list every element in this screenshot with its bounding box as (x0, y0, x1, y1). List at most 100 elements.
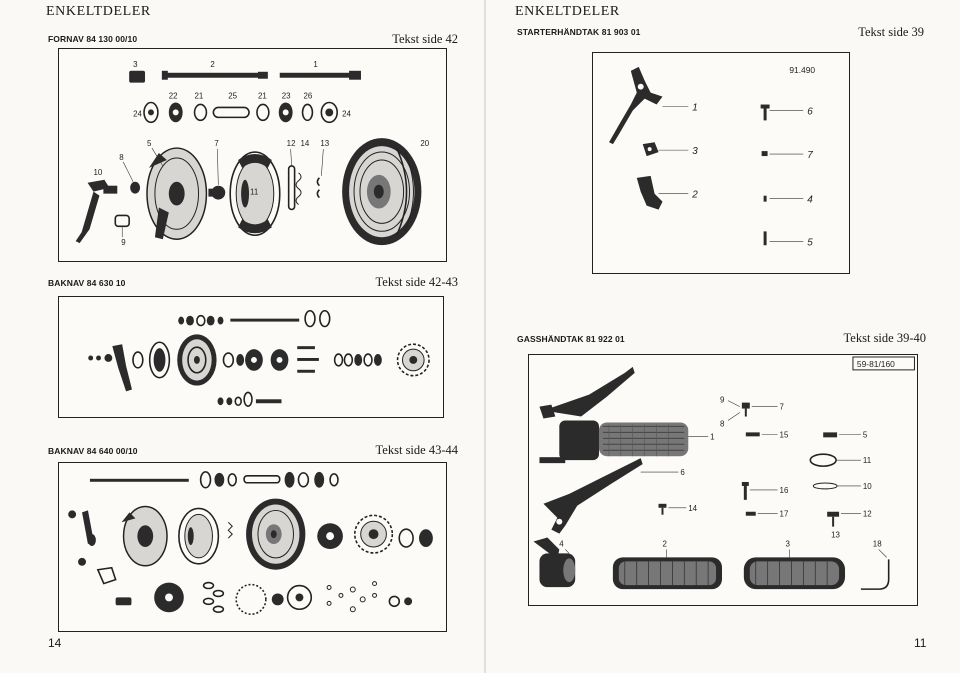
baknav-630-exploded-view (88, 309, 430, 407)
page-number: 14 (48, 636, 62, 650)
brake-shoes (178, 507, 233, 565)
callout-24: 24 (133, 109, 142, 118)
screw-part-6 (760, 104, 770, 121)
section-text-ref-baknav-630: Tekst side 42-43 (375, 275, 458, 289)
callout-14: 14 (688, 504, 697, 513)
callout-7: 7 (807, 150, 813, 161)
callout-9: 9 (121, 238, 126, 247)
callout-4: 4 (559, 539, 564, 548)
bearing-row (143, 101, 338, 124)
small-parts-top-row (178, 309, 331, 328)
callout-25: 25 (228, 92, 237, 101)
lever-assembly (88, 344, 144, 392)
callout-23: 23 (282, 92, 291, 101)
nut-part-3 (129, 70, 146, 83)
callout-1: 1 (692, 102, 698, 113)
brake-shoes (148, 341, 171, 379)
hub-shell (246, 498, 306, 570)
callout-3: 3 (133, 60, 138, 69)
page-header: ENKELTDELER (46, 4, 151, 19)
callout-4: 4 (807, 195, 813, 206)
lever-part-1 (609, 66, 663, 145)
section-text-ref-fornav: Tekst side 42 (392, 32, 458, 46)
bottom-parts (217, 391, 282, 407)
bracket-part-2 (636, 175, 663, 210)
page-header: ENKELTDELER (515, 4, 620, 19)
hub-shell-part-20 (342, 138, 422, 246)
axle-part-2 (161, 70, 268, 80)
housing-part-4 (533, 537, 576, 588)
lever-part-6 (543, 458, 643, 534)
section-title-starterhandtak: STARTERHÄNDTAK 81 903 01 (517, 27, 641, 37)
sprocket (396, 343, 430, 377)
callout-1: 1 (313, 60, 318, 69)
bottom-row (115, 581, 413, 615)
callout-5: 5 (807, 237, 813, 248)
grip-part-2 (612, 557, 723, 590)
callout-7: 7 (780, 403, 784, 412)
left-page: ENKELTDELER FORNAV 84 130 00/10 Tekst si… (0, 0, 484, 673)
section-title-fornav: FORNAV 84 130 00/10 (48, 34, 138, 44)
callout-7: 7 (214, 139, 218, 148)
callout-13: 13 (831, 531, 840, 540)
diagram-fornav: 3 2 1 22 21 25 21 23 26 24 24 5 8 10 9 7… (58, 48, 447, 262)
axle-part-1 (279, 70, 361, 80)
callout-12: 12 (863, 510, 872, 519)
callout-5: 5 (147, 139, 152, 148)
right-page: ENKELTDELER STARTERHÄNDTAK 81 903 01 Tek… (486, 0, 960, 673)
callout-2: 2 (691, 190, 698, 201)
clip-part-3 (642, 142, 659, 157)
callout-21b: 21 (258, 92, 267, 101)
stamp-number: 91.490 (789, 65, 815, 75)
callout-20: 20 (420, 139, 429, 148)
diagram-starterhandtak: 91.490 (592, 52, 850, 274)
callout-10: 10 (94, 168, 103, 177)
screw-part-14 (658, 503, 667, 515)
diagram-baknav-630 (58, 296, 444, 418)
callout-6: 6 (807, 106, 813, 117)
callout-8: 8 (720, 419, 725, 428)
callout-3: 3 (786, 539, 791, 548)
callout-17: 17 (780, 510, 789, 519)
callout-14: 14 (301, 139, 310, 148)
small-parts-middle (741, 402, 760, 516)
baknav-640-exploded-view (68, 471, 433, 615)
driver-and-sprocket (317, 514, 433, 554)
callout-9: 9 (720, 396, 725, 405)
brake-plate-part-5 (146, 147, 208, 240)
callout-2: 2 (662, 539, 666, 548)
section-text-ref-starterhandtak: Tekst side 39 (858, 25, 924, 39)
section-text-ref-baknav-640: Tekst side 43-44 (375, 443, 458, 457)
book-gutter (484, 0, 486, 673)
diagram-gasshandtak: 59-81/160 1 6 (528, 354, 918, 606)
small-parts-8-9 (114, 181, 141, 228)
throttle-assembly-part-1 (539, 366, 689, 464)
callout-24b: 24 (342, 109, 351, 118)
axle-row (89, 471, 339, 489)
brake-lever-part-10 (75, 179, 118, 244)
callout-22: 22 (169, 92, 178, 101)
callout-11: 11 (250, 188, 259, 197)
lever-and-parts (68, 510, 117, 585)
section-text-ref-gasshandtak: Tekst side 39-40 (843, 331, 926, 345)
callout-10: 10 (863, 482, 872, 491)
stamp-number: 59-81/160 (857, 359, 895, 369)
callout-15: 15 (780, 430, 789, 439)
starterhandtak-exploded-view: 91.490 (609, 65, 815, 248)
callout-5: 5 (863, 430, 868, 439)
fornav-exploded-view: 3 2 1 22 21 25 21 23 26 24 24 5 8 10 9 7… (75, 60, 430, 247)
section-title-gasshandtak: GASSHÄNDTAK 81 922 01 (517, 334, 625, 344)
nut-part-7 (761, 151, 768, 157)
brake-shoes-part-11 (229, 151, 281, 237)
stamp-box (852, 356, 915, 371)
gasshandtak-exploded-view: 59-81/160 1 6 (533, 356, 915, 590)
spacer-part-7 (208, 185, 226, 200)
hub-shell (177, 334, 217, 386)
callout-2: 2 (210, 60, 214, 69)
callout-3: 3 (692, 146, 698, 157)
callout-13: 13 (320, 139, 329, 148)
callout-18: 18 (873, 539, 882, 548)
diagram-baknav-640 (58, 462, 447, 632)
springs-part-12-14-13 (287, 165, 320, 211)
callout-26: 26 (304, 92, 313, 101)
